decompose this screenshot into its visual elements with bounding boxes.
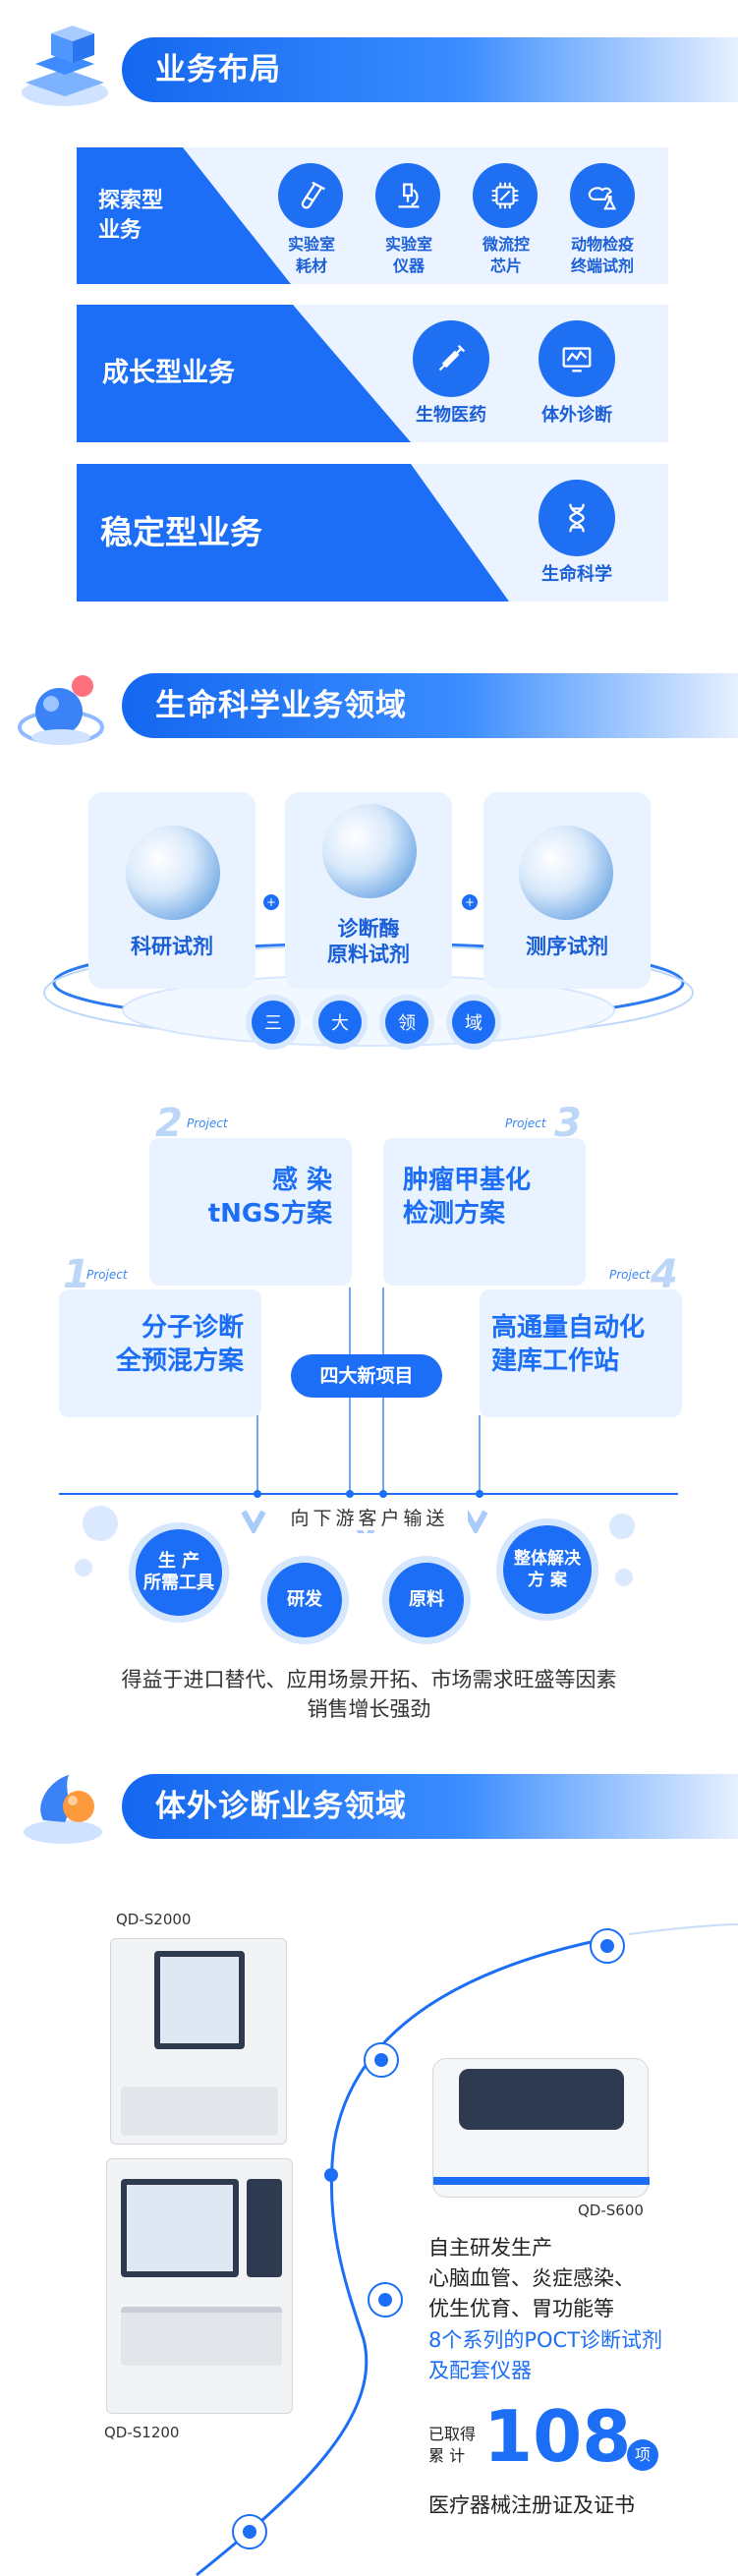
project-card-2 (149, 1138, 352, 1286)
plus-connector: + (462, 894, 478, 910)
explore-business-band: 探索型 业务 (77, 147, 668, 284)
new-projects-badge: 四大新项目 (291, 1354, 442, 1398)
project-card-3 (383, 1138, 586, 1286)
cert-count: 108 (483, 2395, 632, 2478)
monitor-icon (539, 320, 615, 397)
explore-label-3: 微流控 芯片 (482, 235, 530, 275)
project-tumor-methylation: 肿瘤甲基化 检测方案 (403, 1166, 532, 1229)
downstream-label: 向下游客户输送 (271, 1504, 468, 1530)
bubble-raw-material: 原料 (389, 1563, 464, 1637)
drop-logo-icon (14, 1761, 112, 1852)
project-infection-tngs: 感 染 tNGS方案 (207, 1166, 332, 1229)
sales-summary: 得益于进口替代、应用场景开拓、市场需求旺盛等因素 销售增长强劲 (121, 1668, 617, 1721)
device-qd-s2000 (110, 1938, 287, 2145)
section-title: 生命科学业务领域 (122, 673, 738, 738)
device-slot (121, 2087, 278, 2136)
field-sequencing-reagent: 测序试剂 (526, 935, 608, 958)
chip-icon (473, 163, 538, 228)
three-fields-char: 域 (452, 1001, 495, 1044)
model-label-s2000: QD-S2000 (116, 1911, 192, 1928)
section-title: 业务布局 (122, 37, 738, 102)
deco-bubble (75, 1559, 92, 1576)
three-fields-char: 大 (318, 1001, 362, 1044)
deco-bubble (83, 1506, 118, 1541)
microscope-icon (375, 163, 440, 228)
band-slope (77, 305, 411, 442)
timeline-dot (324, 2168, 338, 2182)
explore-label-2: 实验室 仪器 (384, 235, 432, 275)
band-slope (183, 147, 291, 284)
stable-label-1: 生命科学 (541, 564, 612, 585)
project-highthroughput-station: 高通量自动化 建库工作站 (491, 1313, 646, 1376)
project-tag: Project (86, 1268, 128, 1282)
timeline-node-mid (364, 2042, 399, 2078)
cert-got-label: 已取得 累 计 (428, 2425, 477, 2465)
device-band (433, 2177, 650, 2185)
desc-line2: 心脑血管、炎症感染、 (428, 2266, 635, 2290)
timeline-node-top (590, 1928, 625, 1964)
syringe-icon (413, 320, 489, 397)
timeline-node-bottom (232, 2514, 267, 2549)
project-card-4 (480, 1289, 682, 1417)
bubble-production-tools: 生 产 所需工具 (136, 1529, 222, 1616)
animal-flask-icon (570, 163, 635, 228)
project-number: 2 (155, 1101, 183, 1146)
section-title: 体外诊断业务领域 (122, 1774, 738, 1839)
model-label-s600: QD-S600 (578, 2202, 644, 2219)
project-molecular-premix: 分子诊断 全预混方案 (115, 1313, 244, 1376)
three-fields-char: 领 (385, 1001, 428, 1044)
desc-line3: 优生优育、胃功能等 (428, 2297, 614, 2320)
band-triangle (77, 147, 183, 284)
model-label-s1200: QD-S1200 (104, 2424, 180, 2441)
lab-photo-sequencing (519, 826, 613, 920)
flow-connectors (59, 1288, 678, 1533)
test-tube-icon (278, 163, 343, 228)
project-number: 4 (651, 1252, 678, 1297)
project-number: 1 (63, 1252, 90, 1297)
device-screen (154, 1951, 245, 2049)
stable-title: 稳定型业务 (100, 513, 262, 551)
desc-highlight: 8个系列的POCT诊断试剂 及配套仪器 (428, 2328, 663, 2382)
deco-bubble (609, 1514, 635, 1539)
timeline-curve (196, 1923, 738, 2576)
project-tag: Project (609, 1268, 651, 1282)
dna-icon (539, 480, 615, 556)
cube-stack-icon (16, 20, 114, 110)
sphere-logo-icon (14, 664, 112, 755)
explore-label-4: 动物检疫 终端试剂 (570, 235, 634, 275)
cert-unit-badge: 项 (627, 2439, 658, 2471)
cert-description: 医疗器械注册证及证书 (428, 2493, 635, 2517)
deco-bubble (615, 1569, 633, 1586)
explore-title: 探索型 业务 (98, 189, 164, 243)
plus-connector: + (263, 894, 279, 910)
project-tag: Project (187, 1116, 228, 1130)
device-screen (121, 2179, 239, 2277)
project-number: 3 (554, 1101, 582, 1146)
band-slope (77, 464, 509, 601)
lab-photo-enzyme (322, 804, 417, 898)
growth-title: 成长型业务 (102, 358, 235, 388)
three-fields-char: 三 (252, 1001, 295, 1044)
growth-label-1: 生物医药 (416, 405, 486, 426)
device-panel (247, 2179, 282, 2277)
device-qd-s600 (432, 2058, 650, 2198)
growth-label-2: 体外诊断 (541, 405, 612, 426)
bubble-total-solution: 整体解决 方 案 (503, 1525, 592, 1614)
lab-photo-research (126, 826, 220, 920)
timeline-node-low (368, 2282, 403, 2318)
desc-line1: 自主研发生产 (428, 2236, 552, 2260)
field-enzyme-reagent: 诊断酶 原料试剂 (327, 917, 410, 966)
device-qd-s1200 (106, 2158, 293, 2414)
project-card-1 (59, 1289, 261, 1417)
device-lid (459, 2069, 624, 2130)
field-research-reagent: 科研试剂 (131, 935, 213, 958)
project-tag: Project (505, 1116, 546, 1130)
explore-label-1: 实验室 耗材 (287, 235, 335, 275)
device-tray (121, 2307, 282, 2366)
bubble-research: 研发 (267, 1563, 342, 1637)
